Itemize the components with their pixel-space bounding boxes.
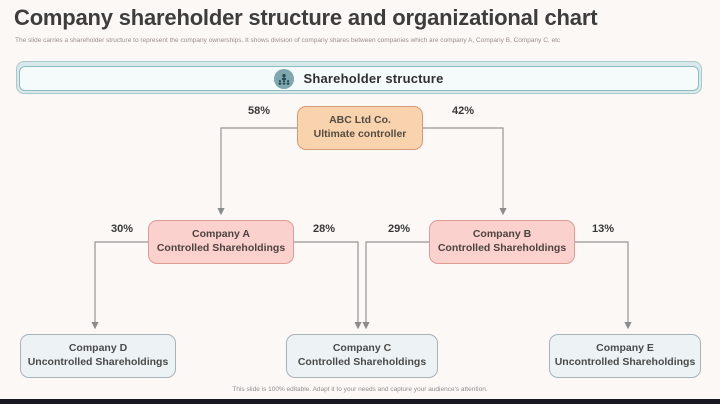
node-c-role: Controlled Shareholdings bbox=[297, 356, 427, 368]
node-company-a: Company A Controlled Shareholdings bbox=[148, 220, 294, 264]
page-title: Company shareholder structure and organi… bbox=[14, 5, 598, 30]
node-d-role: Uncontrolled Shareholdings bbox=[27, 356, 169, 368]
org-people-icon bbox=[274, 68, 295, 89]
node-c-name: Company C bbox=[332, 342, 392, 355]
node-company-b: Company B Controlled Shareholdings bbox=[429, 220, 575, 264]
edge-label-abc-to-b: 42% bbox=[451, 105, 475, 117]
shareholder-structure-banner: Shareholder structure bbox=[16, 61, 702, 94]
edge-label-b-to-e: 13% bbox=[591, 223, 615, 235]
node-company-d: Company D Uncontrolled Shareholdings bbox=[20, 334, 176, 378]
banner-inner: Shareholder structure bbox=[19, 66, 699, 91]
edge-label-b-to-c: 29% bbox=[387, 223, 411, 235]
footer-note: This slide is 100% editable. Adapt it to… bbox=[232, 386, 488, 393]
edge-label-a-to-d: 30% bbox=[110, 223, 134, 235]
node-d-name: Company D bbox=[68, 342, 128, 355]
edge-label-a-to-c: 28% bbox=[312, 223, 336, 235]
node-e-role: Uncontrolled Shareholdings bbox=[554, 356, 696, 368]
node-a-role: Controlled Shareholdings bbox=[156, 242, 286, 254]
node-company-c: Company C Controlled Shareholdings bbox=[286, 334, 438, 378]
node-a-name: Company A bbox=[192, 228, 250, 241]
banner-label: Shareholder structure bbox=[303, 71, 444, 86]
node-e-name: Company E bbox=[596, 342, 654, 355]
node-company-e: Company E Uncontrolled Shareholdings bbox=[549, 334, 701, 378]
node-abc-role: Ultimate controller bbox=[313, 128, 407, 140]
node-b-role: Controlled Shareholdings bbox=[437, 242, 567, 254]
bottom-edge-bar bbox=[0, 399, 720, 404]
node-b-name: Company B bbox=[472, 228, 532, 241]
node-abc-name: ABC Ltd Co. bbox=[329, 114, 391, 127]
node-abc-ltd: ABC Ltd Co. Ultimate controller bbox=[297, 106, 423, 150]
page-subtitle: The slide carries a shareholder structur… bbox=[15, 37, 561, 44]
edge-label-abc-to-a: 58% bbox=[247, 105, 271, 117]
